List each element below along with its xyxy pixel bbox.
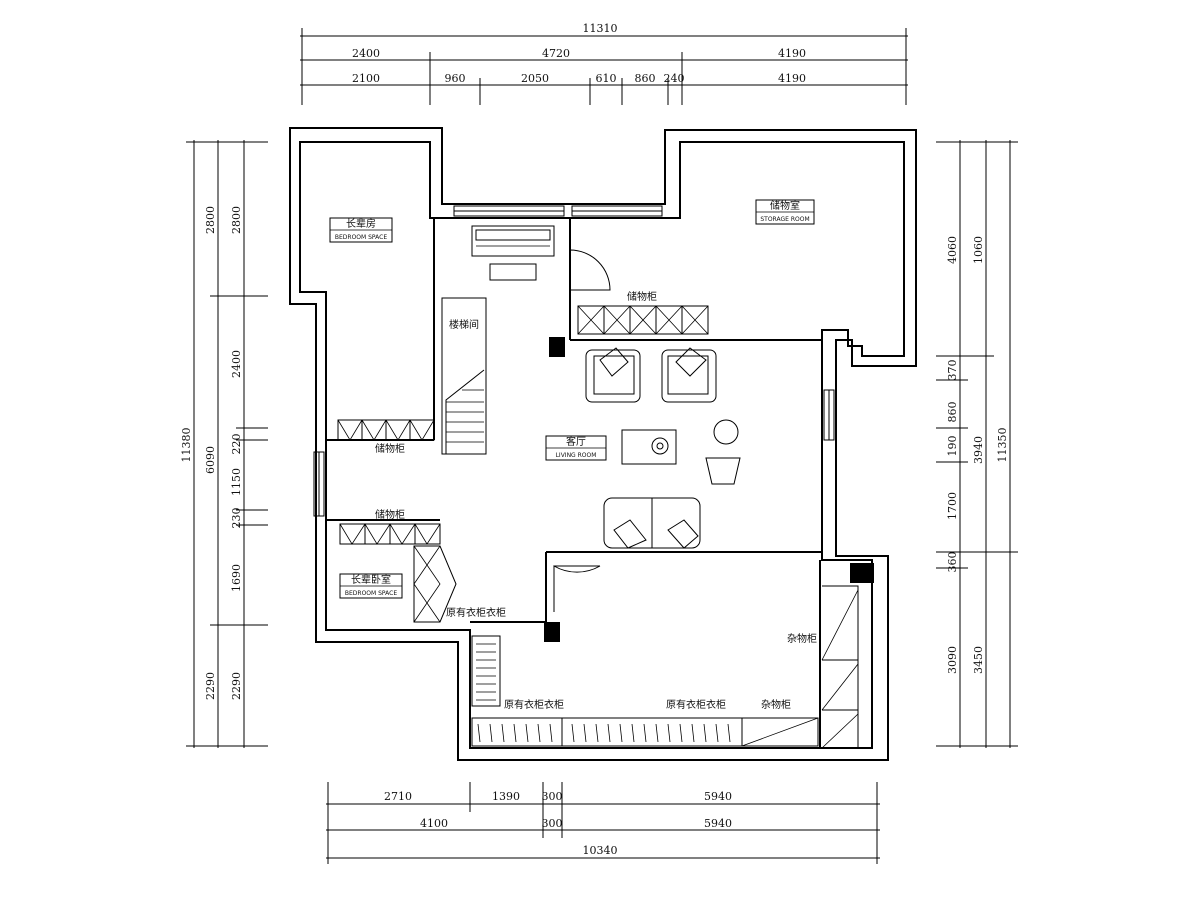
cabinet-row-left xyxy=(337,419,435,441)
right-mid-dim-1: 1060 xyxy=(972,236,985,264)
top-subdim-4: 610 xyxy=(596,72,617,85)
room-label-bedroom-small xyxy=(339,573,403,599)
bottom-subdim-1: 4100 xyxy=(420,817,448,830)
cabinet-row-lower xyxy=(339,523,457,623)
top-dimension-lines xyxy=(300,28,908,105)
left-inner-dim-6: 1690 xyxy=(230,564,243,592)
right-mid-dim-3: 3450 xyxy=(972,646,985,674)
top-subdim-7: 4190 xyxy=(778,72,806,85)
bedroom-small-subtitle: BEDROOM SPACE xyxy=(345,590,397,597)
cabinet-low-label: 储物柜 xyxy=(375,508,405,521)
sofa xyxy=(603,497,701,549)
right-inner-dim-5: 1700 xyxy=(946,492,959,520)
armchair-left xyxy=(585,347,641,403)
top-dim-3: 4190 xyxy=(778,47,806,60)
left-dimension-lines xyxy=(186,140,268,748)
top-subdim-2: 960 xyxy=(445,72,466,85)
right-dimension-lines xyxy=(936,140,1018,748)
doors xyxy=(553,249,611,612)
left-inner-dim-7: 2290 xyxy=(230,672,243,700)
cabinet-mid-label: 储物柜 xyxy=(375,442,405,455)
bottom-dim-3: 300 xyxy=(542,790,563,803)
lounge-chair xyxy=(705,457,741,485)
bottom-dim-4: 5940 xyxy=(704,790,732,803)
left-inner-dim-1: 2800 xyxy=(230,206,243,234)
storage-note-2: 杂物柜 xyxy=(761,698,791,711)
storage-room-title: 储物室 xyxy=(770,199,800,212)
left-total-dimension: 11380 xyxy=(180,428,193,463)
wardrobe-note-1: 原有衣柜衣柜 xyxy=(446,606,506,619)
right-inner-dim-1: 4060 xyxy=(946,236,959,264)
living-room-title: 客厅 xyxy=(566,435,586,448)
storage-closet xyxy=(821,585,859,749)
right-inner-dim-7: 3090 xyxy=(946,646,959,674)
stair-label: 楼梯间 xyxy=(449,318,479,331)
top-subdim-1: 2100 xyxy=(352,72,380,85)
left-mid-dim-3: 2290 xyxy=(204,672,217,700)
bottom-dim-1: 2710 xyxy=(384,790,412,803)
top-total-dimension: 11310 xyxy=(583,22,618,35)
storage-room-subtitle: STORAGE ROOM xyxy=(760,216,809,223)
bottom-total-dimension: 10340 xyxy=(583,844,618,857)
room-label-bedroom-left xyxy=(329,217,393,243)
cabinet-top-label: 储物柜 xyxy=(627,290,657,303)
top-subdim-6: 240 xyxy=(664,72,685,85)
cabinet-row-top xyxy=(577,305,709,335)
right-total-dimension: 11350 xyxy=(996,428,1009,463)
bottom-dim-2: 1390 xyxy=(492,790,520,803)
bedroom-left-subtitle: BEDROOM SPACE xyxy=(335,234,387,241)
top-dim-1: 2400 xyxy=(352,47,380,60)
wardrobe-note-3: 原有衣柜衣柜 xyxy=(666,698,726,711)
left-mid-dim-2: 6090 xyxy=(204,446,217,474)
right-inner-dim-4: 190 xyxy=(946,436,959,457)
wardrobe-note-2: 原有衣柜衣柜 xyxy=(504,698,564,711)
side-table xyxy=(713,419,739,445)
bedroom-small-title: 长辈卧室 xyxy=(351,573,391,586)
exterior-walls xyxy=(289,127,917,761)
left-mid-dim-1: 2800 xyxy=(204,206,217,234)
interior-walls xyxy=(325,218,859,748)
piano xyxy=(471,225,555,281)
living-room-subtitle: LIVING ROOM xyxy=(556,452,597,459)
bottom-subdim-2: 300 xyxy=(542,817,563,830)
armchair-right xyxy=(661,347,717,403)
bedroom-left-title: 长辈房 xyxy=(346,217,376,230)
windows xyxy=(313,205,835,517)
staircase xyxy=(441,297,487,455)
right-mid-dim-2: 3940 xyxy=(972,436,985,464)
room-label-living xyxy=(545,435,607,461)
wardrobe-left xyxy=(471,635,501,707)
left-inner-dim-2: 2400 xyxy=(230,350,243,378)
left-inner-dim-4: 1150 xyxy=(230,468,243,496)
left-inner-dim-5: 230 xyxy=(230,508,243,529)
right-inner-dim-6: 360 xyxy=(946,552,959,573)
right-inner-dim-3: 860 xyxy=(946,402,959,423)
right-inner-dim-2: 370 xyxy=(946,360,959,381)
wardrobe-bottom xyxy=(471,717,819,747)
top-dim-2: 4720 xyxy=(542,47,570,60)
bottom-dimension-lines xyxy=(326,782,880,864)
room-label-storage xyxy=(755,199,815,225)
bottom-subdim-3: 5940 xyxy=(704,817,732,830)
left-inner-dim-3: 220 xyxy=(230,434,243,455)
structural-columns xyxy=(544,337,874,642)
top-subdim-3: 2050 xyxy=(521,72,549,85)
storage-note-1: 杂物柜 xyxy=(787,632,817,645)
top-subdim-5: 860 xyxy=(635,72,656,85)
coffee-table xyxy=(621,429,677,465)
